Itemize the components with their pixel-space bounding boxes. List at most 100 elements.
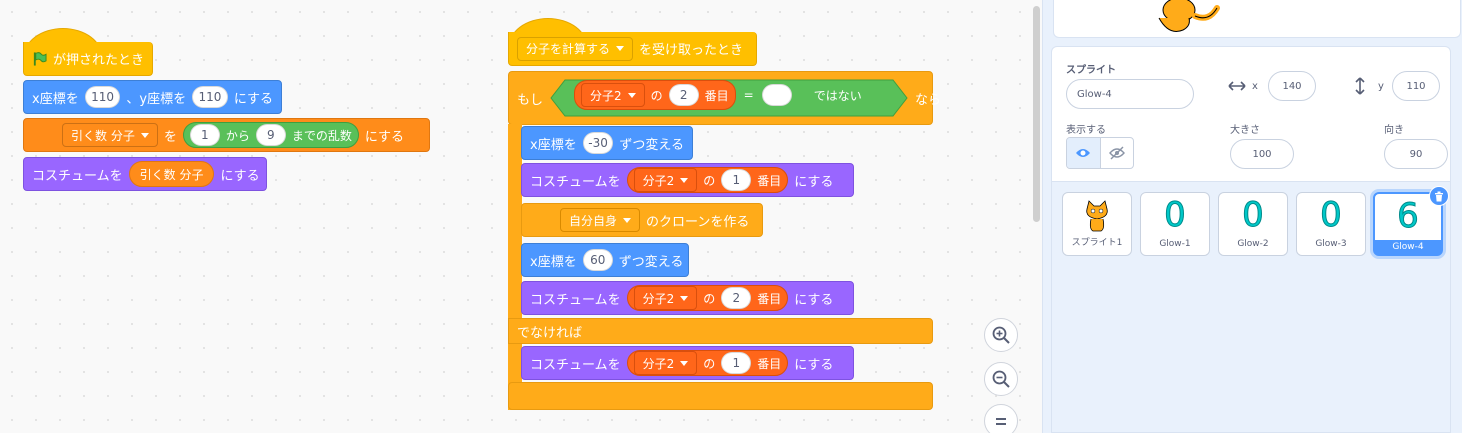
scroll-thumb[interactable]	[1033, 6, 1040, 222]
direction-label: 向き	[1384, 125, 1404, 136]
caret-down-icon	[616, 46, 625, 51]
sprite-list: スプライト1 0 Glow-1 0 Glow-2 0 Glow-3 6 Glow…	[1051, 182, 1451, 433]
equals-rhs-input[interactable]	[761, 84, 792, 106]
condition-content: 分子2 の 2 番目 = ではない	[574, 80, 862, 110]
switch-costume-block[interactable]: コスチュームを 引く数 分子 にする	[23, 157, 267, 191]
no-label: の	[703, 356, 716, 371]
caret-down-icon	[680, 177, 689, 183]
variable-dropdown[interactable]: 引く数 分子	[62, 123, 158, 147]
banme-label: 番目	[757, 173, 782, 188]
x-input[interactable]: 140	[1268, 71, 1316, 101]
item-of-reporter[interactable]: 分子2 の 2 番目	[574, 80, 736, 110]
caret-down-icon	[680, 360, 689, 366]
delete-sprite-button[interactable]	[1429, 186, 1449, 206]
x-input[interactable]: 110	[84, 86, 121, 108]
zoom-in-button[interactable]	[984, 318, 1018, 352]
y-arrows-icon	[1355, 77, 1365, 95]
zoom-reset-icon	[996, 418, 1006, 425]
x-label: x座標を	[32, 91, 79, 107]
if-else-arm	[508, 124, 522, 410]
change-input[interactable]: 60	[582, 249, 613, 271]
suffix: ずつ変える	[618, 254, 684, 270]
no-label: の	[650, 88, 663, 103]
when-flag-clicked-block[interactable]: が押されたとき	[23, 42, 153, 76]
hide-button[interactable]	[1101, 138, 1134, 168]
message-dropdown[interactable]: 分子を計算する	[517, 36, 634, 61]
suffix: にする	[794, 357, 834, 373]
variable-reporter[interactable]: 引く数 分子	[128, 161, 215, 187]
costume-label: コスチュームを	[32, 168, 123, 184]
clone-suffix: のクローンを作る	[646, 214, 750, 230]
when-receive-block[interactable]: 分子を計算する を受け取ったとき	[508, 32, 757, 66]
zoom-out-button[interactable]	[984, 362, 1018, 396]
list-dropdown[interactable]: 分子2	[633, 351, 698, 375]
switch-costume-block[interactable]: コスチュームを 分子2 の 1 番目 にする	[521, 346, 854, 380]
to-input[interactable]: 9	[255, 124, 286, 146]
size-label: 大きさ	[1230, 125, 1260, 136]
set-variable-block[interactable]: 引く数 分子 を 1 から 9 までの乱数 にする	[23, 118, 430, 152]
stage[interactable]	[1053, 0, 1461, 38]
list-dropdown[interactable]: 分子2	[581, 83, 645, 107]
y-input[interactable]: 110	[1392, 71, 1440, 101]
goto-xy-block[interactable]: x座標を 110 、y座標を 110 にする	[23, 80, 282, 114]
switch-costume-block[interactable]: コスチュームを 分子2 の 2 番目 にする	[521, 281, 854, 315]
index-input[interactable]: 2	[668, 84, 699, 106]
size-input[interactable]: 100	[1230, 139, 1294, 169]
x-label: x座標を	[530, 137, 577, 153]
sprite-tile[interactable]: 0 Glow-1	[1140, 192, 1210, 256]
caret-down-icon	[140, 132, 149, 138]
banme-label: 番目	[757, 356, 782, 371]
sprite-name-input[interactable]: Glow-4	[1066, 79, 1194, 109]
switch-costume-block[interactable]: コスチュームを 分子2 の 1 番目 にする	[521, 163, 854, 197]
index-input[interactable]: 1	[721, 352, 752, 374]
banme-label: 番目	[704, 88, 729, 103]
change-input[interactable]: -30	[582, 132, 614, 154]
x-label: x座標を	[530, 254, 577, 270]
sprite-tile-name: Glow-2	[1237, 239, 1269, 249]
sprite-pane: スプライト Glow-4 x 140 y 110 表示する 大きさ 100 向き…	[1042, 0, 1462, 433]
index-input[interactable]: 1	[721, 169, 752, 191]
suffix: にする	[794, 174, 834, 190]
suffix: にする	[794, 292, 834, 308]
equals-label: =	[743, 88, 754, 102]
zoom-reset-button[interactable]	[984, 404, 1018, 433]
receive-suffix: を受け取ったとき	[639, 43, 744, 58]
y-label: 、y座標を	[126, 91, 187, 107]
item-of-reporter[interactable]: 分子2 の 2 番目	[626, 285, 789, 311]
change-x-block[interactable]: x座標を 60 ずつ変える	[521, 243, 689, 277]
costume-label: コスチュームを	[530, 357, 621, 373]
sprite-tile-name: Glow-3	[1315, 239, 1347, 249]
show-label: 表示する	[1066, 125, 1106, 136]
suffix: にする	[233, 91, 273, 107]
change-x-block[interactable]: x座標を -30 ずつ変える	[521, 126, 693, 160]
to-label: を	[163, 129, 177, 145]
caret-down-icon	[680, 295, 689, 301]
random-reporter[interactable]: 1 から 9 までの乱数	[182, 122, 359, 148]
workspace-scrollbar[interactable]	[1031, 0, 1041, 433]
create-clone-block[interactable]: 自分自身 のクローンを作る	[521, 203, 763, 237]
banme-label: 番目	[757, 291, 782, 306]
show-button[interactable]	[1067, 138, 1101, 168]
visibility-toggle[interactable]	[1066, 137, 1134, 169]
sprite-tile[interactable]: スプライト1	[1062, 192, 1132, 256]
sprite-label: スプライト	[1066, 65, 1116, 76]
item-of-reporter[interactable]: 分子2 の 1 番目	[626, 167, 789, 193]
y-input[interactable]: 110	[192, 86, 228, 108]
sprite-info-panel: スプライト Glow-4 x 140 y 110 表示する 大きさ 100 向き…	[1051, 46, 1451, 182]
index-input[interactable]: 2	[721, 287, 752, 309]
costume-label: コスチュームを	[530, 174, 621, 190]
item-of-reporter[interactable]: 分子2 の 1 番目	[626, 350, 789, 376]
glow-digit-icon: 6	[1397, 196, 1420, 237]
clone-target-dropdown[interactable]: 自分自身	[560, 208, 641, 232]
code-workspace[interactable]: が押されたとき x座標を 110 、y座標を 110 にする 引く数 分子 を …	[0, 0, 1042, 433]
caret-down-icon	[627, 92, 636, 98]
direction-input[interactable]: 90	[1384, 139, 1448, 169]
eye-icon	[1076, 149, 1091, 157]
sprite-tile[interactable]: 0 Glow-2	[1218, 192, 1288, 256]
list-dropdown[interactable]: 分子2	[633, 286, 698, 310]
sprite-tile[interactable]: 0 Glow-3	[1296, 192, 1366, 256]
sprite-tile-selected[interactable]: 6 Glow-4	[1373, 186, 1449, 256]
list-dropdown[interactable]: 分子2	[633, 168, 698, 192]
from-input[interactable]: 1	[189, 124, 220, 146]
green-flag-icon	[33, 51, 47, 66]
